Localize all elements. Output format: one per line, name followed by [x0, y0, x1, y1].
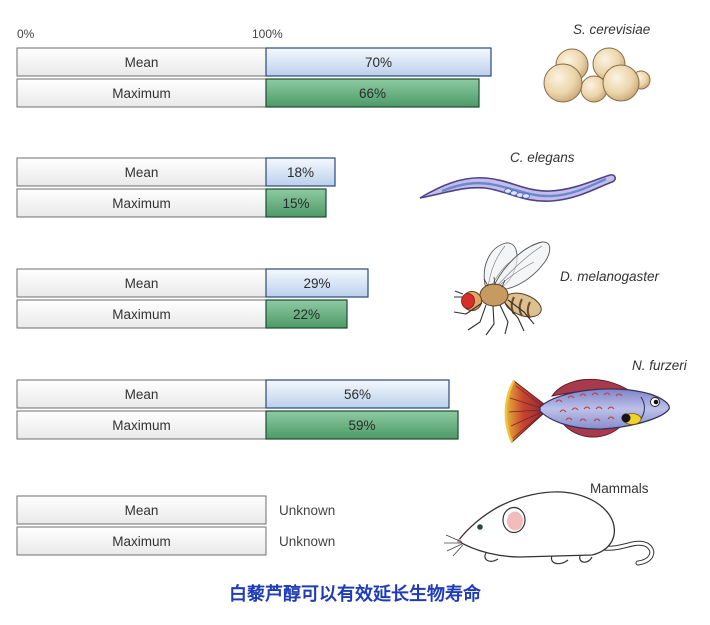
mouse-tail — [602, 541, 654, 565]
mean-baseline-bar — [16, 157, 267, 187]
axis-label-zero: 0% — [17, 27, 35, 41]
axis-label-hundred: 100% — [252, 27, 283, 41]
maximum-extension-bar — [265, 299, 348, 329]
mouse-hind-feet — [550, 555, 593, 565]
fly-wing-front — [491, 241, 551, 291]
mean-bar-label: Mean — [125, 387, 159, 402]
worm-eggs — [504, 188, 530, 199]
mean-bar-label: Mean — [125, 503, 159, 518]
caption: 白藜芦醇可以有效延长生物寿命 — [229, 583, 482, 605]
mean-value-label: 18% — [287, 165, 314, 180]
maximum-baseline-bar — [16, 526, 267, 556]
mouse-whiskers — [444, 534, 464, 557]
yeast-cells-illustration — [543, 47, 651, 103]
worm-egg — [522, 193, 530, 199]
mouse-body — [457, 491, 615, 558]
mean-value-label: 70% — [365, 55, 392, 70]
mean-extension-bar — [265, 47, 492, 77]
yeast-cell — [543, 63, 583, 103]
fly-eye — [461, 293, 475, 309]
maximum-bar-label: Maximum — [112, 418, 171, 433]
fish-markings — [555, 392, 623, 422]
mouse-ear-inner — [507, 511, 523, 531]
fly-legs — [453, 299, 535, 336]
fly-thorax — [479, 283, 509, 307]
fish-dark-patch — [621, 413, 631, 423]
mouse-illustration — [444, 491, 655, 566]
bar-group-c-elegans: Mean 18% Maximum 15% — [16, 157, 336, 218]
fish-tail-rays — [508, 385, 544, 439]
mean-bar-label: Mean — [125, 165, 159, 180]
killifish-illustration — [504, 378, 670, 443]
maximum-value-label: 15% — [282, 196, 309, 211]
bar-groups: Mean 70% Maximum 66% Mean 18% Maximum 15% Mean 29… — [16, 47, 492, 556]
fish-pupil — [653, 399, 659, 405]
maximum-value-label: 66% — [359, 86, 386, 101]
yeast-cell — [602, 64, 640, 102]
mouse-eye — [477, 524, 483, 530]
mean-baseline-bar — [16, 268, 267, 298]
bar-group-n-furzeri: Mean 56% Maximum 59% — [16, 379, 459, 440]
fly-antenna — [454, 290, 464, 298]
fish-tail-edge — [504, 380, 516, 443]
maximum-bar-label: Maximum — [112, 86, 171, 101]
maximum-bar-label: Maximum — [112, 196, 171, 211]
organism-label-n-furzeri: N. furzeri — [632, 358, 688, 373]
mean-baseline-bar — [16, 379, 267, 409]
fly-bristles — [483, 276, 506, 288]
maximum-bar-label: Maximum — [112, 307, 171, 322]
mean-extension-bar — [265, 157, 336, 187]
worm-gut — [441, 177, 607, 198]
maximum-extension-bar — [265, 78, 480, 108]
organism-label-d-melanogaster: D. melanogaster — [560, 269, 660, 284]
maximum-baseline-bar — [16, 78, 267, 108]
bar-group-s-cerevisiae: Mean 70% Maximum 66% — [16, 47, 492, 108]
organism-label-c-elegans: C. elegans — [510, 150, 575, 165]
mean-baseline-bar — [16, 495, 267, 525]
mean-value-label: 29% — [303, 276, 330, 291]
mean-baseline-bar — [16, 47, 267, 77]
maximum-extension-bar — [265, 188, 327, 218]
mouse-front-foot — [484, 552, 499, 562]
worm-illustration — [419, 174, 616, 202]
mean-extension-bar — [265, 268, 369, 298]
maximum-value-label: 59% — [348, 418, 375, 433]
mean-extension-bar — [265, 379, 450, 409]
maximum-unknown-label: Unknown — [279, 534, 335, 549]
organism-label-mammals: Mammals — [590, 481, 649, 496]
mean-unknown-label: Unknown — [279, 503, 335, 518]
maximum-extension-bar — [265, 410, 459, 440]
maximum-value-label: 22% — [293, 307, 320, 322]
mean-bar-label: Mean — [125, 55, 159, 70]
mean-bar-label: Mean — [125, 276, 159, 291]
maximum-bar-label: Maximum — [112, 534, 171, 549]
bar-group-d-melanogaster: Mean 29% Maximum 22% — [16, 268, 369, 329]
maximum-baseline-bar — [16, 188, 267, 218]
fly-wing-veins — [487, 245, 543, 290]
mean-value-label: 56% — [344, 387, 371, 402]
organism-label-s-cerevisiae: S. cerevisiae — [573, 22, 650, 37]
fruit-fly-illustration — [453, 241, 551, 336]
